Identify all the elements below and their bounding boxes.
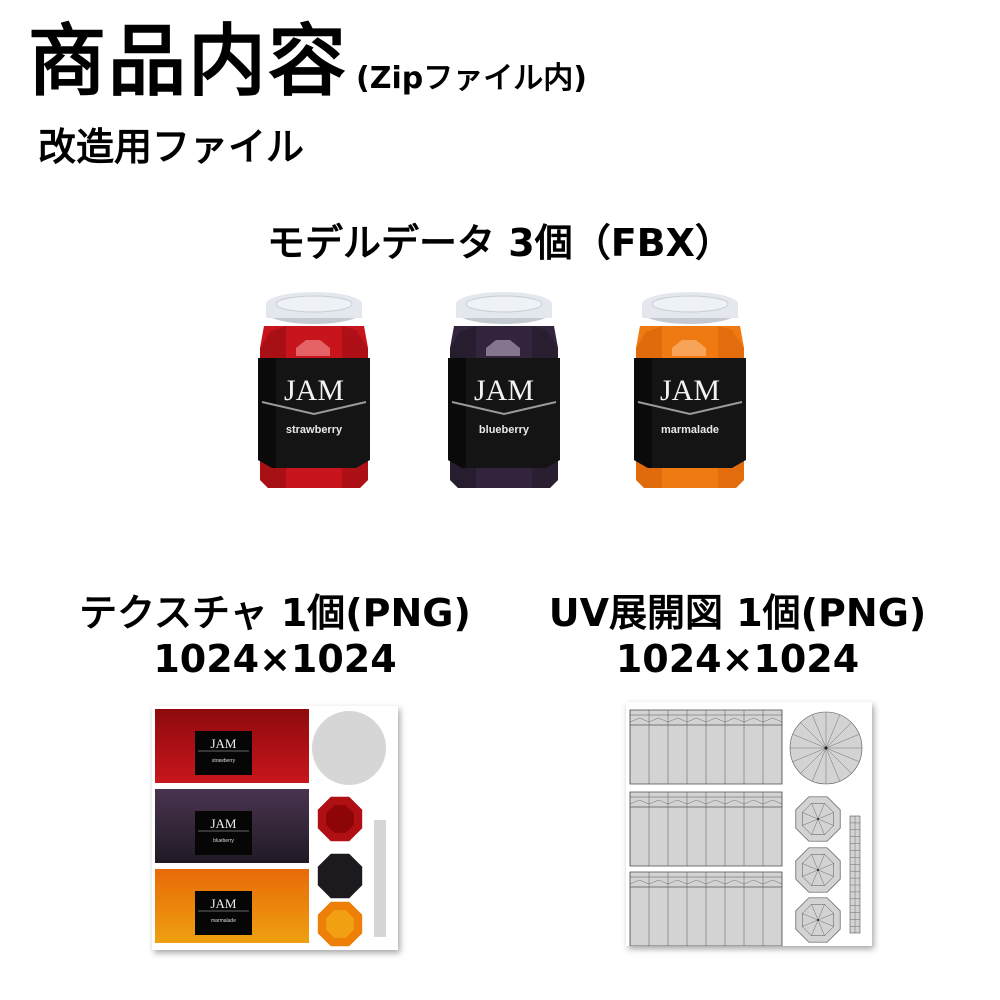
svg-text:strawberry: strawberry — [212, 758, 236, 764]
jar-models-row: JAM strawberry JAM blueberry JAM marmala… — [0, 290, 1000, 502]
jar-blueberry: JAM blueberry — [446, 290, 562, 496]
texture-heading-title: テクスチャ 1個(PNG) — [79, 591, 471, 635]
texture-heading: テクスチャ 1個(PNG) 1024×1024 — [50, 590, 500, 682]
jar-strawberry: JAM strawberry — [256, 290, 372, 496]
svg-text:blueberry: blueberry — [213, 838, 234, 844]
uv-map-image — [626, 702, 872, 947]
jar-marmalade: JAM marmalade — [632, 290, 748, 496]
svg-text:JAM: JAM — [210, 896, 236, 911]
models-heading: モデルデータ 3個（FBX） — [267, 221, 733, 265]
jar-flavor-text: strawberry — [286, 424, 343, 436]
title-main: 商品内容 — [28, 17, 349, 107]
title-note: (Zipファイル内) — [356, 61, 587, 96]
jar-brand-text: JAM — [284, 374, 344, 407]
uv-heading-size: 1024×1024 — [615, 637, 860, 681]
svg-text:JAM: JAM — [210, 736, 236, 751]
page-title: 商品内容(Zipファイル内) — [28, 14, 587, 110]
jar-flavor-text: marmalade — [661, 424, 719, 436]
uv-heading-title: UV展開図 1個(PNG) — [548, 591, 927, 635]
jar-brand-text: JAM — [474, 374, 534, 407]
jar-flavor-text: blueberry — [479, 424, 530, 436]
svg-text:JAM: JAM — [210, 816, 236, 831]
texture-heading-size: 1024×1024 — [153, 637, 397, 681]
svg-text:marmalade: marmalade — [211, 918, 236, 924]
uv-heading: UV展開図 1個(PNG) 1024×1024 — [515, 590, 960, 682]
page-subtitle: 改造用ファイル — [38, 125, 305, 169]
jar-brand-text: JAM — [660, 374, 720, 407]
